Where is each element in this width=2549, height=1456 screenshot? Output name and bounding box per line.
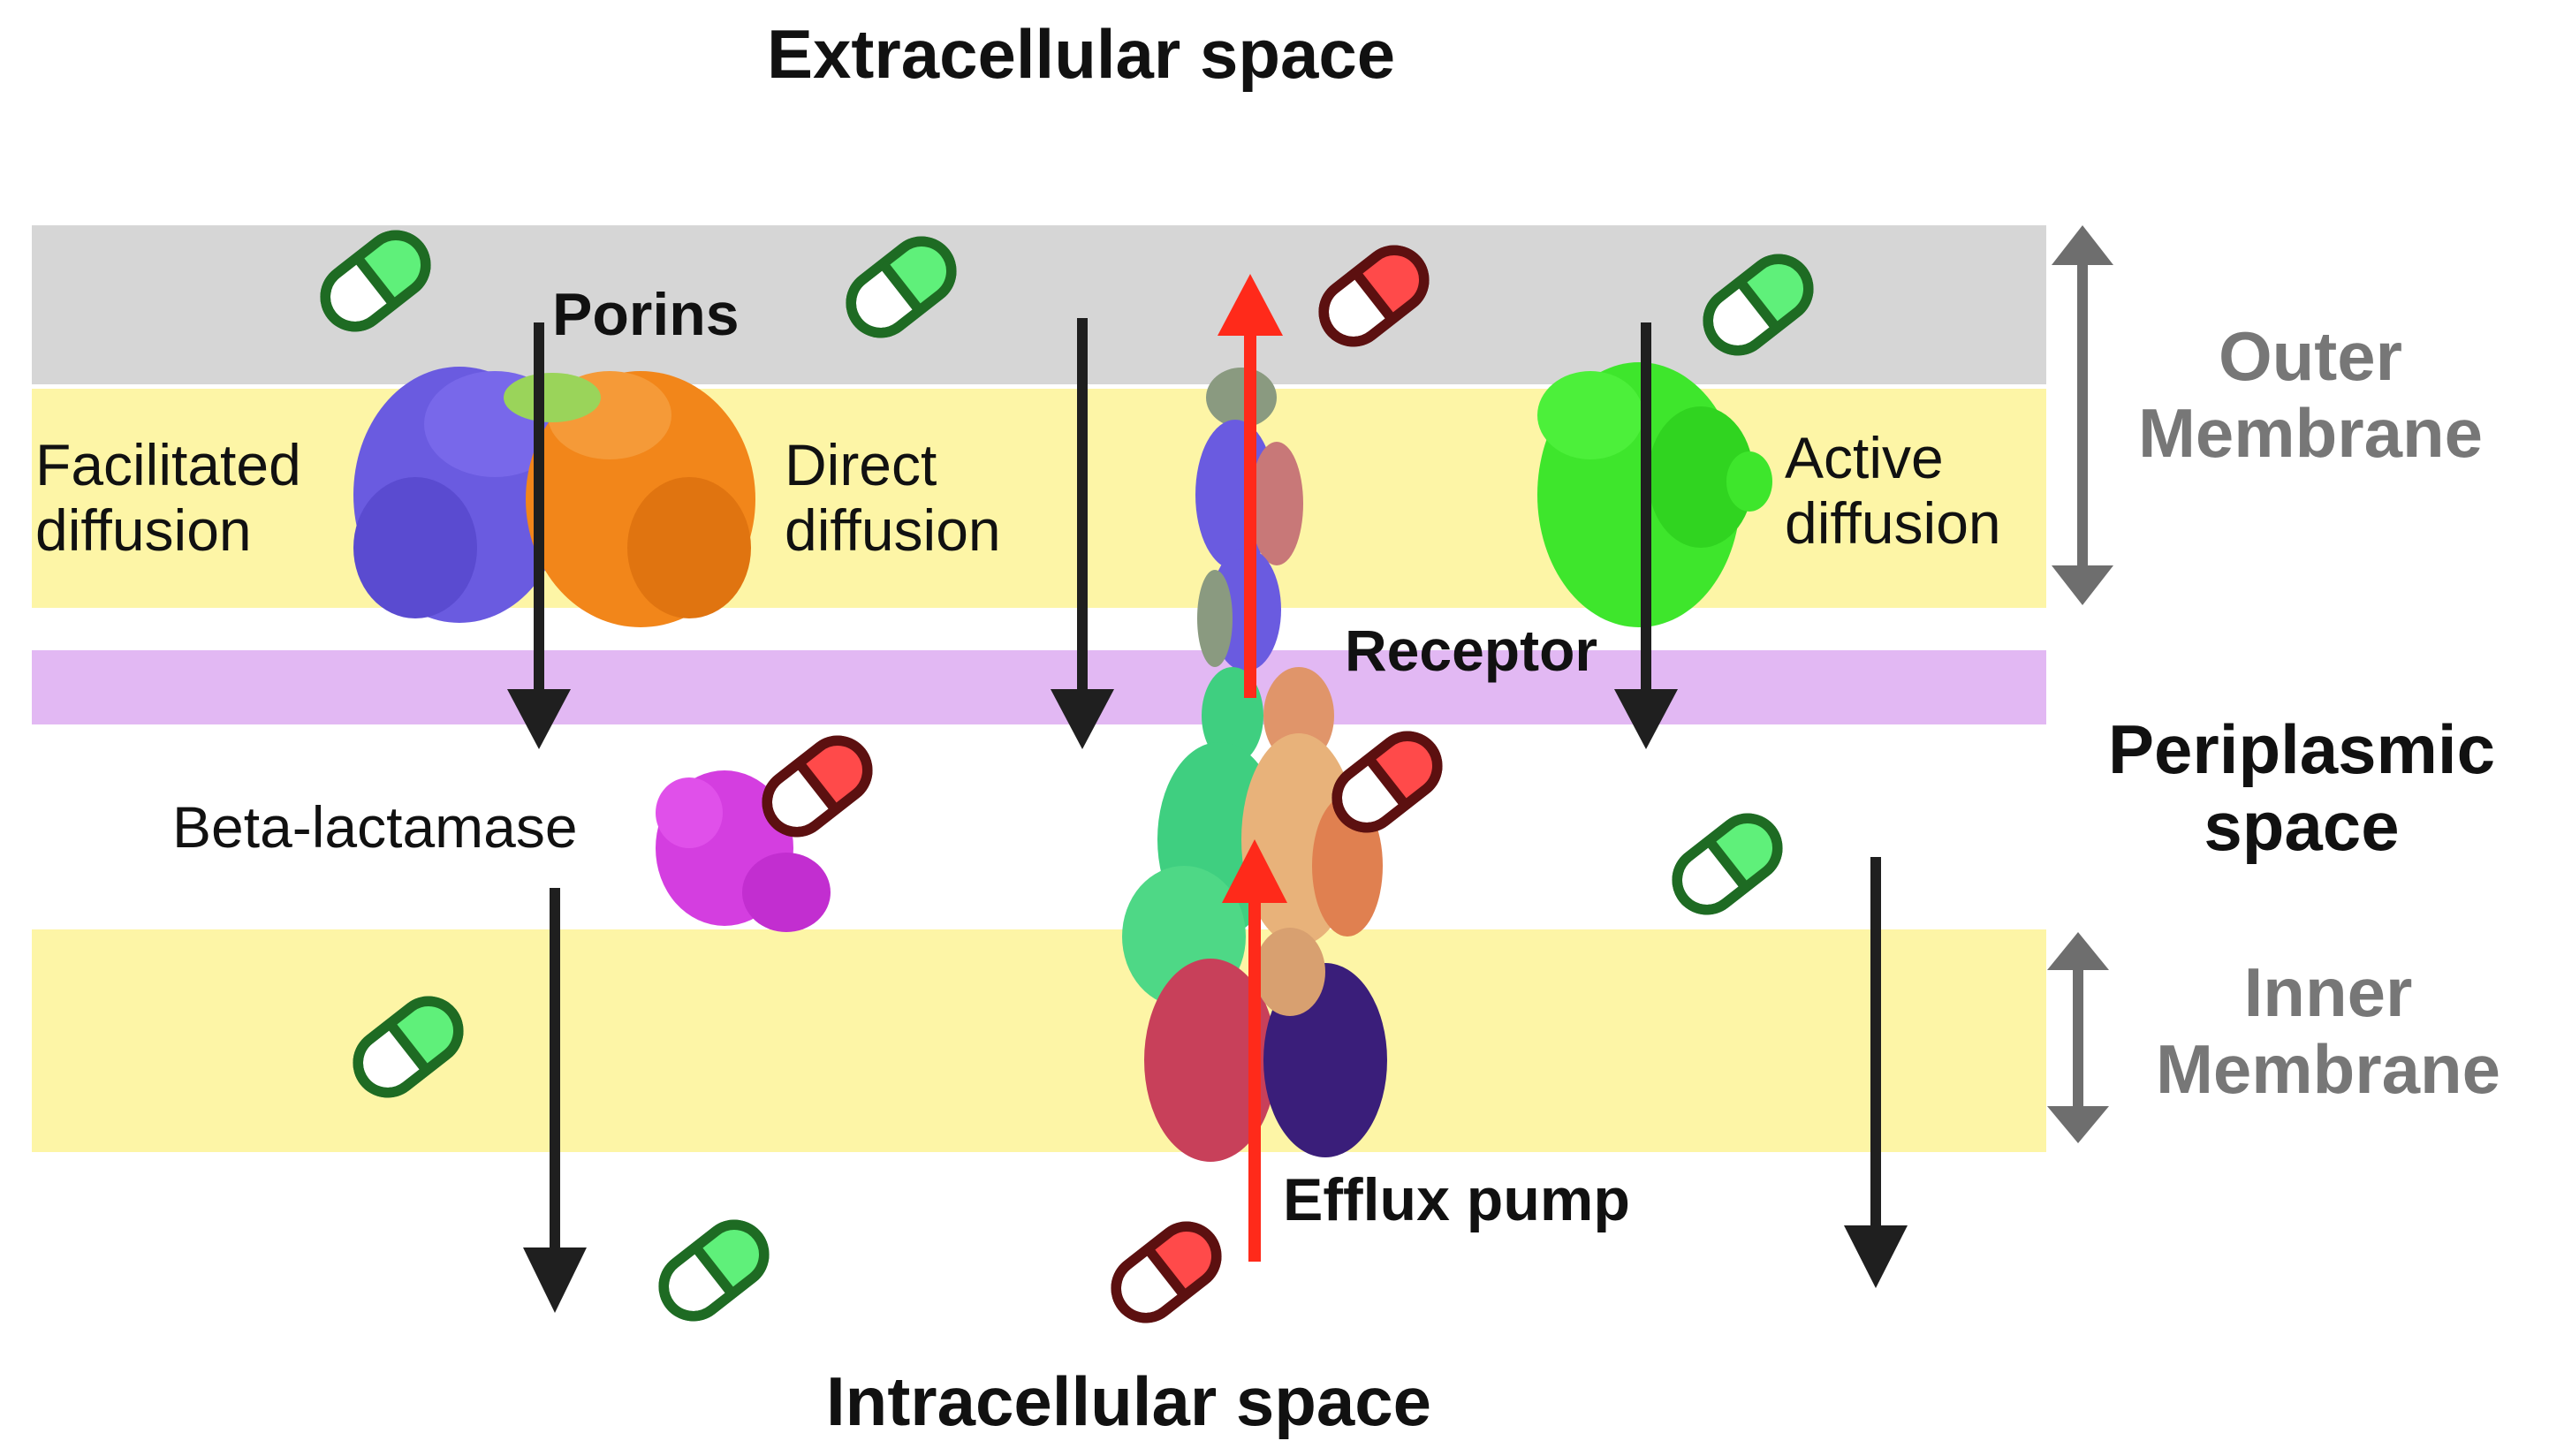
periplasmic-space-label: Periplasmic space (2081, 710, 2522, 866)
facilitated-line1: Facilitated (35, 432, 301, 497)
inner-membrane-band (32, 929, 2046, 1152)
active-line1: Active (1785, 425, 1944, 490)
antibiotic-pill-red-icon (1325, 724, 1450, 840)
arrow-active-diffusion (1614, 322, 1678, 749)
active-transporter-protein (1537, 362, 1772, 627)
antibiotic-pill-green-icon (652, 1213, 777, 1329)
inner-membrane-line2: Membrane (2155, 1030, 2501, 1109)
antibiotic-pill-red-icon (755, 729, 880, 845)
inner-membrane-line1: Inner (2243, 953, 2413, 1031)
arrow-efflux-upper (1218, 274, 1283, 698)
inner-membrane-label: Inner Membrane (2120, 953, 2536, 1109)
receptor-band (32, 650, 2046, 724)
inner-membrane-bracket (2047, 932, 2109, 1143)
arrow-direct-diffusion (1051, 318, 1114, 749)
beta-lactamase-protein (656, 770, 831, 932)
antibiotic-pill-red-icon (1104, 1215, 1229, 1331)
porins-label: Porins (552, 281, 740, 348)
outer-membrane-label: Outer Membrane (2107, 317, 2514, 473)
active-diffusion-label: Active diffusion (1785, 425, 2001, 557)
intracellular-space-label: Intracellular space (826, 1362, 1432, 1440)
arrow-inner-right (1844, 857, 1908, 1288)
periplasmic-line2: space (2204, 787, 2400, 866)
active-line2: diffusion (1785, 489, 2001, 556)
receptor-label: Receptor (1345, 618, 1598, 683)
antibiotic-pill-green-icon (1665, 807, 1790, 922)
beta-lactamase-label: Beta-lactamase (172, 794, 578, 860)
extracellular-space-label: Extracellular space (767, 15, 1396, 93)
facilitated-diffusion-label: Facilitated diffusion (35, 432, 301, 564)
direct-diffusion-label: Direct diffusion (785, 432, 1001, 564)
efflux-pump-label: Efflux pump (1283, 1166, 1630, 1233)
periplasmic-line1: Periplasmic (2108, 710, 2495, 788)
direct-line2: diffusion (785, 497, 1001, 563)
outer-membrane-bracket (2052, 225, 2113, 605)
outer-membrane-line1: Outer (2218, 317, 2403, 395)
porins-protein (353, 367, 755, 627)
arrow-facilitated-diffusion (507, 322, 571, 749)
arrow-inner-left (523, 888, 587, 1313)
arrow-efflux-lower (1222, 839, 1287, 1262)
outer-membrane-line2: Membrane (2137, 394, 2484, 473)
direct-line1: Direct (785, 432, 937, 497)
facilitated-line2: diffusion (35, 497, 252, 563)
